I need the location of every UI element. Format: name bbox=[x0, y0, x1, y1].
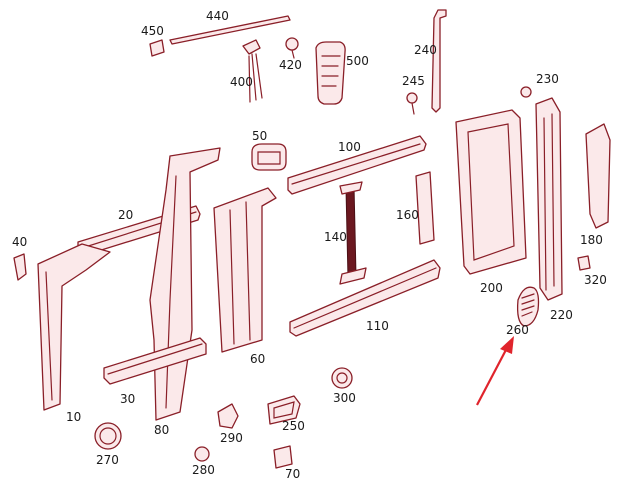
callout-100: 100 bbox=[338, 140, 361, 154]
callout-80: 80 bbox=[154, 423, 169, 437]
callout-280: 280 bbox=[192, 463, 215, 477]
callout-300: 300 bbox=[333, 391, 356, 405]
callout-420: 420 bbox=[279, 58, 302, 72]
callout-440: 440 bbox=[206, 9, 229, 23]
part-180-right-bracket bbox=[585, 123, 611, 229]
callout-290: 290 bbox=[220, 431, 243, 445]
callout-180: 180 bbox=[580, 233, 603, 247]
part-50-grab-handle bbox=[251, 143, 287, 171]
part-320-clip bbox=[577, 255, 591, 271]
part-440-trim-strip bbox=[169, 15, 291, 45]
part-110-lower-trim bbox=[289, 259, 441, 337]
part-450-clip bbox=[149, 39, 165, 57]
part-100-upper-trim bbox=[287, 135, 427, 195]
part-80-pillar bbox=[149, 147, 221, 421]
part-245-bolt bbox=[406, 92, 418, 115]
part-230-nut bbox=[520, 86, 532, 98]
part-300-round-cap bbox=[331, 367, 353, 389]
part-400-handle bbox=[242, 39, 263, 103]
callout-50: 50 bbox=[252, 129, 267, 143]
callout-230: 230 bbox=[536, 72, 559, 86]
callout-220: 220 bbox=[550, 308, 573, 322]
callout-30: 30 bbox=[120, 392, 135, 406]
part-140-center-post bbox=[339, 181, 367, 285]
callout-270: 270 bbox=[96, 453, 119, 467]
callout-450: 450 bbox=[141, 24, 164, 38]
part-260-vent-grille bbox=[516, 286, 540, 327]
part-500-control-pad bbox=[315, 41, 346, 105]
part-40-bracket bbox=[13, 253, 27, 281]
callout-250: 250 bbox=[282, 419, 305, 433]
part-30-lower-trim bbox=[103, 337, 207, 385]
part-220-right-rail bbox=[535, 97, 563, 301]
callout-240: 240 bbox=[414, 43, 437, 57]
part-160-small-trim bbox=[415, 171, 435, 245]
highlight-arrow bbox=[476, 336, 514, 406]
part-420-screw bbox=[285, 37, 299, 59]
part-280-round-clip bbox=[194, 446, 210, 462]
part-240-rod bbox=[431, 9, 447, 113]
part-10-left-panel bbox=[37, 243, 111, 411]
callout-40: 40 bbox=[12, 235, 27, 249]
callout-140: 140 bbox=[324, 230, 347, 244]
callout-320: 320 bbox=[584, 273, 607, 287]
callout-110: 110 bbox=[366, 319, 389, 333]
callout-500: 500 bbox=[346, 54, 369, 68]
callout-20: 20 bbox=[118, 208, 133, 222]
callout-260: 260 bbox=[506, 323, 529, 337]
callout-245: 245 bbox=[402, 74, 425, 88]
part-70-square-cap bbox=[273, 445, 293, 469]
callout-160: 160 bbox=[396, 208, 419, 222]
callout-200: 200 bbox=[480, 281, 503, 295]
part-60-mid-pillar bbox=[213, 187, 277, 353]
callout-400: 400 bbox=[230, 75, 253, 89]
callout-10: 10 bbox=[66, 410, 81, 424]
callout-70: 70 bbox=[285, 467, 300, 481]
part-290-plate bbox=[217, 403, 239, 429]
part-250-switch-plate bbox=[267, 395, 301, 425]
callout-60: 60 bbox=[250, 352, 265, 366]
part-270-round-cover bbox=[94, 422, 122, 450]
part-200-window-frame bbox=[455, 109, 527, 275]
